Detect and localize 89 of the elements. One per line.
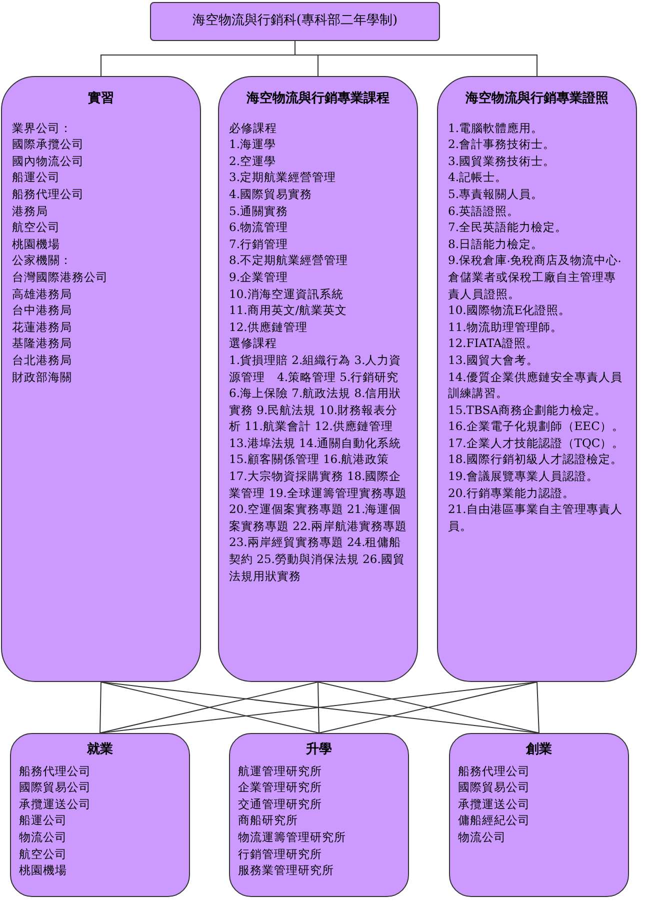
column-heading: 創業 [524,742,553,759]
item-text: 21.自由港區事業自主管理專責人員。 [448,501,624,534]
item-text: 公家機關： [12,252,73,269]
item-text: 1.貨損理賠 2.組織行為 3.人力資源管理 4.策略管理 5.行銷研究 6.海上保險 7.航政法規 8.信用狀實務 9.民航法規 10.財務報表分析 11.航業會計 12.供應鏈管理 13.港埠法規 14.通關自動化系統 15.顧客關係管理 16.航港政策 17.大宗物資採購實務 18.國際企業管理 19.全球運籌管理實務專題 20.空運個案實務專題 21.海運個案實務專題 22.兩岸航港實務專題 23.兩岸經貿實務專題 24.租傭船契約 25.勞動與消保法規 26.國貿法規用狀實務 [229,352,407,584]
item-text: 國際貿易公司 [19,779,92,796]
item-text: 行銷管理研究所 [238,846,323,862]
item-text: 12.供應鏈管理 [229,318,308,336]
item-text: 11.商用英文/航業英文 [229,302,348,319]
item-text: 航運管理研究所 [238,762,323,780]
item-text: 選修課程 [229,335,278,352]
connector-line [536,682,540,734]
item-text: 1.海運學 [229,136,277,153]
item-text: 船運公司 [12,169,61,186]
rounded-box [10,733,190,897]
column-heading: 實習 [87,91,115,108]
item-text: 2.空運學 [229,152,277,170]
connector-line [294,40,538,76]
item-text: 承攬運送公司 [458,796,531,812]
item-text: 財政部海關 [12,368,73,386]
item-text: 18.國際行銷初級人才認證檢定。 [448,451,624,468]
item-text: 船務代理公司 [12,186,85,203]
rounded-box [229,733,409,897]
item-text: 1.電腦軟體應用。 [448,120,544,136]
item-text: 必修課程 [229,120,278,136]
rounded-box [218,76,418,682]
item-text: 2.會計事務技術士。 [448,136,556,153]
item-text: 台北港務局 [12,352,73,368]
item-text: 7.全民英語能力檢定。 [448,219,568,236]
item-text: 服務業管理研究所 [238,862,335,879]
item-text: 交通管理研究所 [238,796,323,812]
item-text: 船務代理公司 [19,762,92,780]
item-text: 桃園機場 [12,236,61,252]
item-text: 3.國貿業務技術士。 [448,152,556,170]
item-text: 港務局 [12,202,49,220]
item-text: 6.英語證照。 [448,202,520,220]
rounded-box [437,76,637,682]
rounded-box [449,733,629,897]
item-text: 8.日語能力檢定。 [448,236,544,252]
item-text: 20.行銷專業能力認證。 [448,484,576,502]
item-text: 國內物流公司 [12,152,85,170]
item-text: 7.行銷管理 [229,236,289,252]
item-text: 10.消海空運資訊系統 [229,286,344,302]
item-text: 航空公司 [12,219,61,236]
item-text: 承攬運送公司 [19,796,92,812]
column-heading: 升學 [305,742,333,759]
item-text: 9.企業管理 [229,268,289,286]
item-text: 桃園機場 [19,862,68,879]
item-text: 11.物流助理管理師。 [448,318,564,336]
item-text: 國際承攬公司 [12,136,85,153]
item-text: 花蓮港務局 [12,318,73,336]
connector-line [100,682,102,734]
item-text: 業界公司： [12,120,73,136]
item-text: 4.國際貿易實務 [229,186,313,203]
column-heading: 就業 [86,742,114,759]
item-text: 船務代理公司 [458,762,531,780]
connector-line [318,682,320,734]
item-text: 台灣國際港務公司 [12,268,109,286]
item-text: 商船研究所 [238,812,299,829]
column-heading: 海空物流與行銷專業證照 [464,91,610,108]
item-text: 4.記帳士。 [448,169,508,186]
item-text: 國際貿易公司 [458,779,531,796]
item-text: 台中港務局 [12,302,73,319]
item-text: 13.國貿大會考。 [448,352,540,368]
item-text: 船運公司 [19,812,68,829]
item-text: 16.企業電子化規劃師（EEC）。 [448,418,625,435]
item-text: 12.FIATA證照。 [448,335,539,352]
item-text: 10.國際物流E化證照。 [448,302,572,319]
item-text: 15.TBSA商務企劃能力檢定。 [448,402,608,418]
item-text: 航空公司 [19,846,68,862]
title-text: 海空物流與行銷科(專科部二年學制) [192,13,398,30]
item-text: 17.企業人才技能認證（TQC）。 [448,434,626,452]
item-text: 19.會議展覽專業人員認證。 [448,468,600,485]
item-text: 5.通關實務 [229,202,289,220]
column-heading: 海空物流與行銷專業課程 [246,91,390,108]
item-text: 物流公司 [458,828,507,846]
item-text: 3.定期航業經營管理 [229,169,337,186]
item-text: 6.物流管理 [229,219,289,236]
item-text: 基隆港務局 [12,335,73,352]
title-box [150,2,440,41]
item-text: 9.保稅倉庫‧免稅商店及物流中心‧倉儲業者或保稅工廠自主管理專責人員證照。 [448,252,622,302]
item-text: 14.優質企業供應鏈安全專責人員訓練講習。 [448,368,624,402]
item-text: 企業管理研究所 [238,779,323,796]
item-text: 物流公司 [19,828,68,846]
item-text: 高雄港務局 [12,286,73,302]
item-text: 5.專責報關人員。 [448,186,544,203]
rounded-box [1,76,201,682]
item-text: 物流運籌管理研究所 [238,828,347,846]
item-text: 8.不定期航業經營管理 [229,252,349,269]
item-text: 傭船經紀公司 [458,812,531,829]
